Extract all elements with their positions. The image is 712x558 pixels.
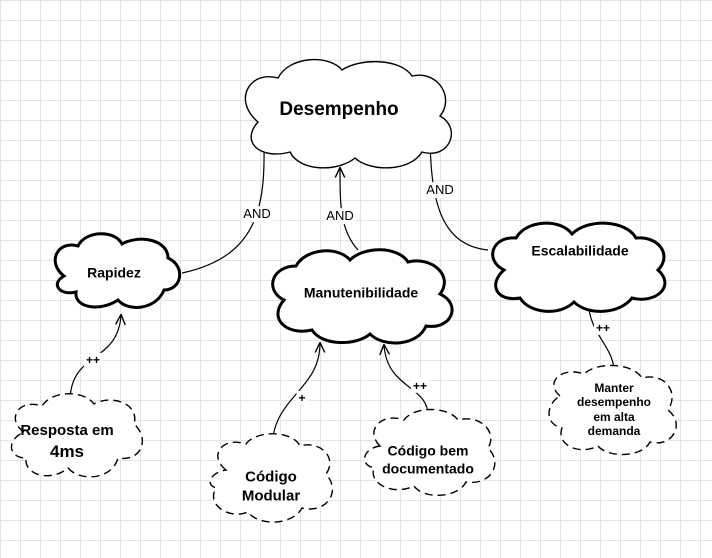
edge-label-contrib-manter: ++ [593, 320, 613, 336]
edge-label-contrib-modular: + [296, 390, 308, 406]
edge-label-and-manutenibilidade: AND [324, 208, 356, 224]
softgoal-manter-desempenho: Manter desempenho em alta demanda [577, 381, 651, 439]
goal-manutenibilidade: Manutenibilidade [303, 284, 419, 301]
goal-escalabilidade-cloud[interactable] [491, 221, 667, 313]
edge-label-and-rapidez: AND [241, 206, 273, 222]
softgoal-codigo-modular: Código Modular [242, 468, 300, 506]
goal-desempenho: Desempenho [279, 99, 399, 121]
softgoal-documentado-line-1: Código bem [387, 442, 469, 459]
softgoal-resposta-em-4ms: Resposta em 4ms [20, 422, 113, 462]
softgoal-documentado-line-2: documentado [382, 460, 474, 476]
goal-rapidez-cloud[interactable] [53, 232, 181, 309]
softgoal-modular-line-1: Código [245, 468, 297, 486]
softgoal-codigo-bem-documentado: Código bem documentado [382, 443, 474, 478]
goal-desempenho-cloud[interactable] [244, 59, 452, 169]
softgoal-modular-cloud[interactable] [209, 433, 333, 523]
edge-label-and-escalabilidade: AND [424, 182, 456, 198]
softgoal-modular-line-2: Modular [241, 487, 301, 504]
softgoal-documentado-cloud[interactable] [363, 408, 496, 497]
softgoal-manter-line-3: em alta [593, 410, 635, 424]
edge-label-contrib-documentado: ++ [410, 378, 430, 394]
goal-manutenibilidade-cloud[interactable] [271, 248, 454, 345]
softgoal-manter-cloud[interactable] [548, 364, 677, 456]
edge-label-contrib-resposta: ++ [83, 352, 103, 368]
softgoal-resposta-line-2: 4ms [49, 441, 85, 461]
softgoal-resposta-line-1: Resposta em [20, 422, 114, 439]
softgoal-manter-line-2: desempenho [576, 395, 652, 410]
goal-rapidez: Rapidez [87, 264, 141, 281]
edge-rapidez-desempenho [181, 140, 264, 274]
softgoal-manter-line-4: demanda [587, 424, 641, 439]
goal-escalabilidade: Escalabilidade [531, 242, 629, 259]
softgoal-manter-line-1: Manter [594, 381, 634, 396]
softgoal-resposta-cloud[interactable] [10, 393, 143, 478]
edge-documentado-manutenibilidade [384, 345, 429, 419]
